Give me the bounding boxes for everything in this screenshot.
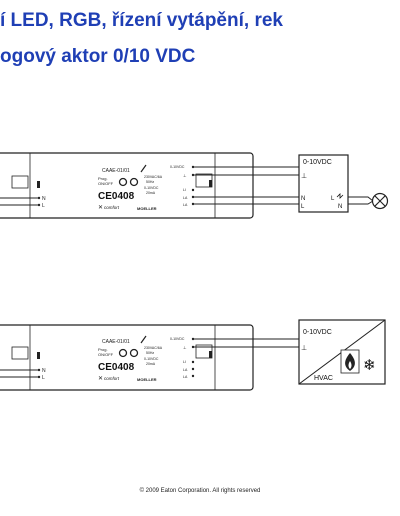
hvac-module-label: 0-10VDC: [303, 329, 332, 336]
model-label: CAAE-01/01: [102, 339, 130, 345]
model-label: CAAE-01/01: [102, 168, 130, 174]
ce-mark: CE0408: [98, 191, 135, 202]
dimmer-l-label: L: [301, 204, 305, 210]
right-clip: [209, 180, 212, 187]
output-spec: 0-10VDC: [144, 357, 159, 361]
screw-out-2: [191, 173, 195, 177]
diagram-hvac-circuit: N L CAAE-01/01 Prog. ON/OFF 230VAC/6A 50…: [0, 319, 386, 391]
screw-out-5: [191, 374, 195, 378]
onoff-label: ON/OFF: [98, 352, 114, 357]
screw-out-3: [191, 360, 195, 364]
wire-lamp-return: [348, 200, 374, 205]
snowflake-icon: ❄: [363, 357, 376, 374]
right-ground-terminal-label: ⊥: [183, 173, 187, 178]
screw-n: [37, 196, 41, 200]
screw-l: [37, 203, 41, 207]
right-la-label-2: LA: [183, 375, 188, 379]
freq-spec: 50Hz: [146, 351, 154, 355]
antenna-icon: [140, 335, 147, 344]
brand-label: comfort: [104, 376, 120, 381]
x-comfort-icon: ✕: [98, 376, 103, 382]
hvac-ground-label: ⊥: [301, 345, 307, 352]
actuator-housing: [0, 152, 254, 219]
screw-out-1: [191, 337, 195, 341]
diagram-dimmer-circuit: N L CAAE-01/01 Prog. ON/OFF 230VAC/6A 50…: [0, 152, 389, 219]
right-top-terminal-label: 0-10VDC: [170, 165, 185, 169]
dimmer-n-label: N: [301, 196, 305, 202]
terminal-l-label: L: [42, 375, 45, 381]
dimmer-n-out-label: N: [338, 204, 342, 210]
right-li-label: LI: [183, 188, 186, 192]
left-terminal-block: [11, 346, 29, 360]
onoff-led-icon: [129, 348, 139, 358]
current-spec: 20mA: [146, 362, 156, 366]
terminal-n-label: N: [42, 368, 46, 374]
current-spec: 20mA: [146, 191, 156, 195]
dimmer-arrow-icon: [336, 193, 344, 199]
screw-l: [37, 375, 41, 379]
power-spec: 230VAC/6A: [144, 175, 163, 179]
dimmer-ground-label: ⊥: [301, 173, 307, 180]
maker-logo: MOELLER: [137, 206, 157, 211]
antenna-icon: [140, 164, 147, 173]
actuator-housing: [0, 324, 254, 391]
copyright-footer: © 2009 Eaton Corporation. All rights res…: [139, 488, 261, 494]
output-spec: 0-10VDC: [144, 186, 159, 190]
right-la-label-1: LA: [183, 368, 188, 372]
screw-out-2: [191, 345, 195, 349]
brand-label: comfort: [104, 205, 120, 210]
onoff-label: ON/OFF: [98, 181, 114, 186]
left-clip: [37, 181, 40, 188]
terminal-l-label: L: [42, 203, 45, 209]
onoff-led-icon: [129, 177, 139, 187]
freq-spec: 50Hz: [146, 180, 154, 184]
screw-out-4: [191, 195, 195, 199]
screw-out-1: [191, 165, 195, 169]
page-title-line-2: ogový aktor 0/10 VDC: [0, 46, 196, 67]
prog-led-icon: [118, 348, 128, 358]
left-terminal-block: [11, 175, 29, 189]
right-la-label-2: LA: [183, 203, 188, 207]
terminal-n-label: N: [42, 196, 46, 202]
prog-label: Prog.: [98, 347, 108, 352]
dimmer-module: [298, 154, 349, 213]
hvac-text: HVAC: [314, 375, 333, 382]
screw-out-3: [191, 188, 195, 192]
page-title-line-1: í LED, RGB, řízení vytápění, rek: [0, 10, 283, 31]
power-spec: 230VAC/6A: [144, 346, 163, 350]
wire-lamp-feed: [348, 196, 374, 202]
x-comfort-icon: ✕: [98, 205, 103, 211]
screw-n: [37, 368, 41, 372]
prog-label: Prog.: [98, 176, 108, 181]
dimmer-l-out-label: L: [331, 196, 335, 202]
right-top-terminal-label: 0-10VDC: [170, 337, 185, 341]
screw-out-4: [191, 367, 195, 371]
lamp-icon: [371, 192, 389, 210]
left-clip: [37, 352, 40, 359]
screw-out-5: [191, 202, 195, 206]
maker-logo: MOELLER: [137, 377, 157, 382]
flame-icon: [340, 349, 360, 374]
right-ground-terminal-label: ⊥: [183, 345, 187, 350]
right-clip: [209, 351, 212, 358]
right-la-label-1: LA: [183, 196, 188, 200]
dimmer-module-label: 0-10VDC: [303, 159, 332, 166]
right-li-label: LI: [183, 360, 186, 364]
ce-mark: CE0408: [98, 362, 135, 373]
prog-led-icon: [118, 177, 128, 187]
